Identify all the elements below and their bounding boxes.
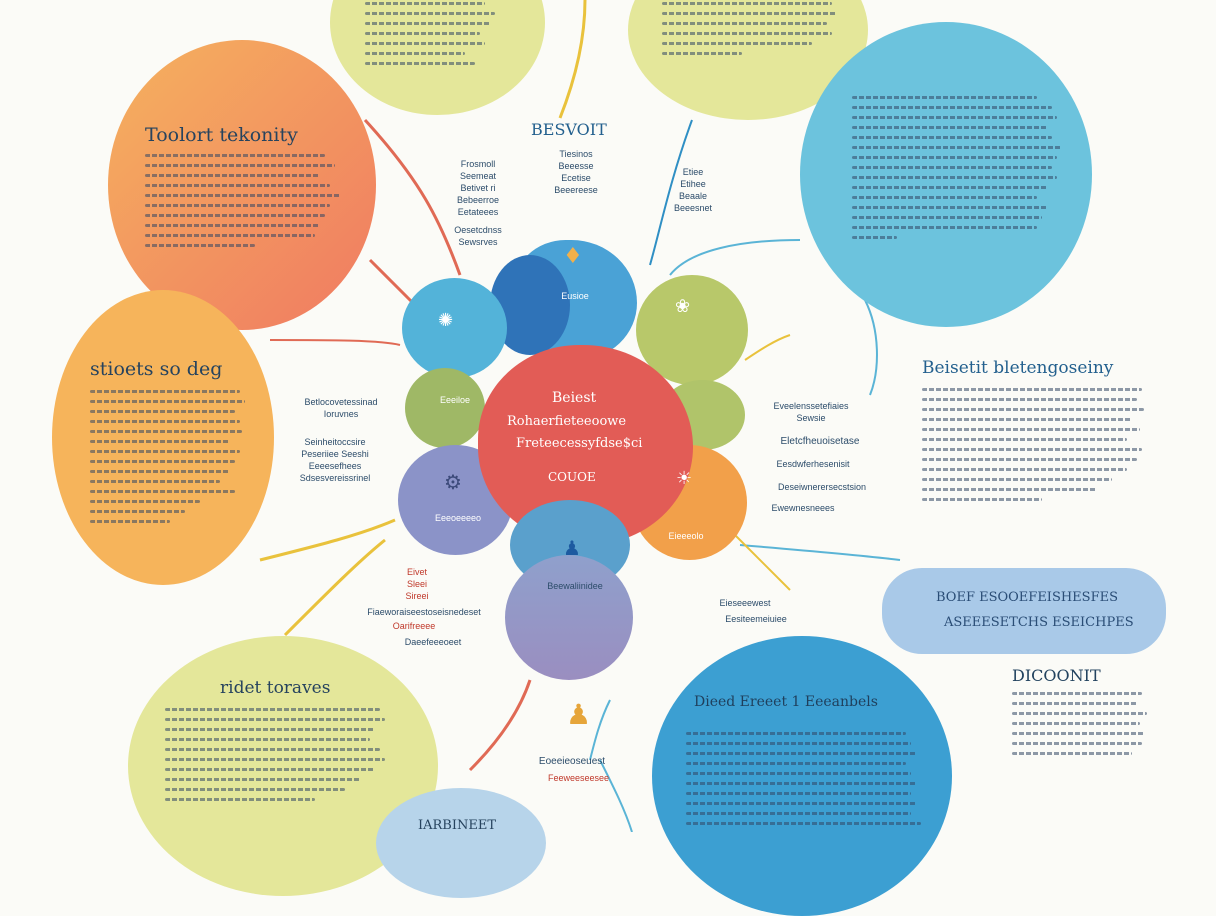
left-bottom-label-stack: Eivet Sleei Sireei: [398, 566, 436, 602]
bottom-center-label-3: Feeweeseesee: [548, 773, 610, 783]
swirl-icon-sky: ✺: [438, 310, 454, 331]
pill-line-1: BOEF ESOOEFEISHESFES: [936, 590, 1118, 605]
label-line: Beeesnet: [673, 203, 713, 213]
label-line: Seemeat: [459, 171, 497, 181]
mind-map-diagram: Toolort tekonity stioets so deg ridet to…: [52, 0, 1166, 916]
left-bottom-long-label: Fiaeworaiseestoseisnedeset: [367, 607, 481, 617]
blue-bubble-heading: Dieed Ereeet 1 Eeeanbels: [694, 694, 878, 710]
label-line: Etiee: [682, 167, 704, 177]
yellow-bubble-text: [165, 708, 395, 808]
person-icon-lower: ♟: [566, 698, 592, 731]
right-section-heading: Beisetit bletengoseiny: [922, 358, 1114, 378]
label-line: Beeereese: [554, 185, 598, 195]
left-mid-label-stack: Betlocovetessinad Ioruvnes: [296, 396, 386, 420]
label-line: Frosmoll: [460, 159, 496, 169]
center-orange-label: Eieeeolo: [668, 531, 704, 541]
coral-bubble-heading: Toolort tekonity: [145, 124, 298, 146]
bottom-center-light-heading: IARBINEET: [418, 818, 497, 833]
left-bottom-label-4: Daeefeeeoeet: [404, 637, 462, 647]
label-line: Bebeerroe: [456, 195, 500, 205]
label-line: Ioruvnes: [323, 409, 359, 419]
coral-bubble-text: [145, 154, 345, 254]
top-right-green-text: [662, 2, 842, 62]
sky-right-bubble: [800, 22, 1092, 327]
label-line: Sewsrves: [458, 237, 498, 247]
bottom-right-section-heading: DICOONIT: [1012, 666, 1101, 685]
bottom-center-label-1: Beewaliinidee: [547, 581, 603, 591]
label-line: Seinheitoccsire: [304, 437, 366, 447]
right-mid-label-3: Eesdwferhesenisit: [776, 459, 850, 469]
label-line: Sleei: [406, 579, 427, 589]
center-line-1: Beiest: [552, 390, 597, 406]
orange-left-heading: stioets so deg: [90, 358, 223, 380]
center-line-2: Rohaerfieteeoowe: [507, 414, 627, 429]
left-bottom-label-3: Oarifreeee: [392, 621, 436, 631]
center-purple-label: Eeeoeeeeo: [434, 513, 482, 523]
label-line: Sdsesvereissrinel: [299, 473, 371, 483]
right-lower-label-1: Eieseeewest: [719, 598, 771, 608]
label-line: Eeeesefhees: [308, 461, 362, 471]
connector-lines: [259, 0, 901, 832]
left-low-label-stack: Seinheitoccsire Peseriiee Seeshi Eeeesef…: [290, 436, 380, 484]
top-mid-label-stack: Tiesinos Beeesse Ecetise Beeereese: [548, 148, 604, 196]
label-line: Peseriiee Seeshi: [301, 449, 369, 459]
label-line: Oesetcdnss: [454, 225, 502, 235]
cluster-olive-right: [636, 275, 748, 385]
right-mid-label-5: Ewewnesneees: [771, 503, 835, 513]
cluster-purple-bottom: [505, 555, 633, 680]
blue-bubble-text: [686, 732, 921, 832]
right-mid-label-2: Eletcfheuoisetase: [780, 436, 860, 447]
label-line: Eveelenssetefiaies: [773, 401, 849, 411]
label-line: Etihee: [680, 179, 706, 189]
label-line: Eivet: [406, 567, 427, 577]
center-line-4: COUOE: [548, 470, 596, 484]
label-line: Betivet ri: [460, 183, 496, 193]
label-line: Beeesse: [558, 161, 594, 171]
right-mid-label-stack: Eveelenssetefiaies Sewsie: [766, 400, 856, 424]
right-lower-label-2: Eesiteemeiuiee: [725, 614, 787, 624]
cluster-green-left: [405, 368, 485, 448]
right-section-text: [922, 388, 1147, 508]
cluster-sky-left: [402, 278, 507, 378]
label-line: Sireei: [405, 591, 429, 601]
bottom-right-section-text: [1012, 692, 1152, 762]
center-line-3: Freteecessyfdse$ci: [516, 436, 643, 451]
center-green-label: Eeeiloe: [439, 395, 471, 405]
top-center-heading: BESVOIT: [531, 120, 607, 139]
label-line: Eetateees: [457, 207, 499, 217]
sky-right-text: [852, 96, 1062, 246]
summary-pill: [882, 568, 1166, 654]
label-line: Beaale: [678, 191, 708, 201]
bulb-icon-orange: ☀: [676, 468, 693, 489]
label-line: Sewsie: [796, 413, 826, 423]
orange-left-bubble: [52, 290, 274, 585]
orange-left-text: [90, 390, 250, 530]
top-left-green-text: [365, 2, 505, 72]
yellow-bubble-heading: ridet toraves: [220, 678, 331, 698]
label-line: Tiesinos: [559, 149, 593, 159]
bottom-center-light-bubble: [376, 788, 546, 898]
right-mid-label-4: Deseiwnerersecstsion: [777, 482, 867, 492]
person-icon-top: ♦: [563, 244, 583, 269]
gear-icon-left: ⚙: [444, 470, 462, 494]
bottom-center-label-2: Eoeeieoseuest: [538, 756, 606, 767]
pill-line-2: ASEEESETCHS ESEICHPES: [944, 615, 1134, 630]
top-left-label-stack: Frosmoll Seemeat Betivet ri Bebeerroe Ee…: [448, 158, 508, 248]
label-line: Ecetise: [561, 173, 591, 183]
top-right-label-stack: Etiee Etihee Beaale Beeesnet: [668, 166, 718, 214]
center-blue-label: Eusioe: [561, 291, 589, 301]
person-icon-bottom: ♟: [563, 536, 581, 560]
leaf-icon-olive: ❀: [675, 296, 691, 317]
label-line: Betlocovetessinad: [304, 397, 378, 407]
